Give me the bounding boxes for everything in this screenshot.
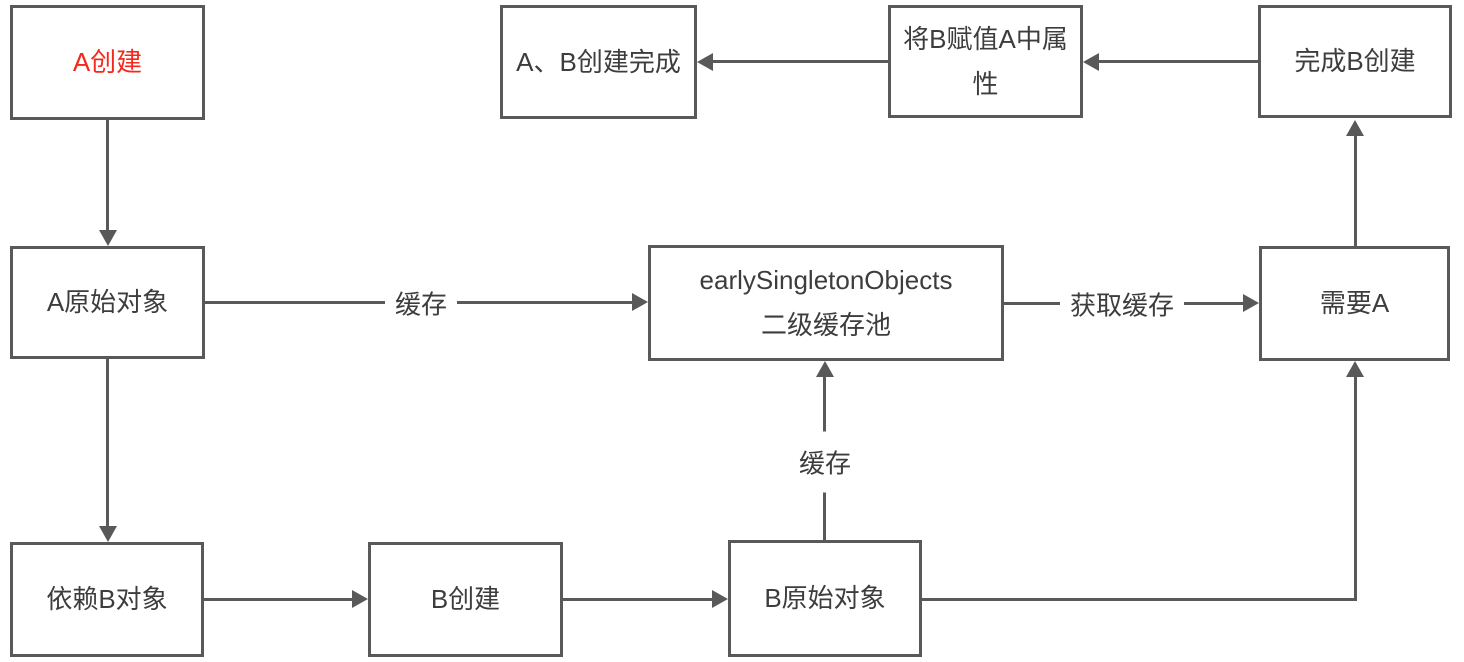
node-ab-created-done: A、B创建完成 [500,5,697,119]
arrowhead-right-icon [1243,294,1259,312]
arrowhead-right-icon [712,590,728,608]
node-a-raw-object: A原始对象 [10,246,205,359]
node-depends-on-b-object: 依赖B对象 [10,542,204,657]
node-finish-b-creation: 完成B创建 [1258,5,1452,118]
node-b-raw-object: B原始对象 [728,540,922,657]
edge-b-raw-to-need-a-horizontal-segment [922,598,1357,601]
node-assign-b-to-a-property-label: 将B赋值A中属性 [903,23,1068,99]
edge-label-get-cache: 获取缓存 [1059,283,1185,325]
node-need-a: 需要A [1259,246,1450,361]
edge-b-raw-to-need-a-vertical-segment [1354,377,1357,601]
node-depends-on-b-object-label: 依赖B对象 [46,584,168,615]
node-a-create: A创建 [10,5,205,120]
arrowhead-right-icon [352,590,368,608]
node-b-create: B创建 [368,542,563,657]
edge-b-create-to-b-raw-segment [563,598,712,601]
arrowhead-up-icon [1346,361,1364,377]
edge-label-cache-b: 缓存 [793,431,857,493]
early-cache-line1: earlySingletonObjects [699,265,953,296]
node-a-create-label: A创建 [72,47,143,78]
arrowhead-left-icon [697,53,713,71]
node-assign-b-to-a-property: 将B赋值A中属性 [888,5,1083,118]
arrowhead-up-icon [1346,120,1364,136]
node-ab-created-done-label: A、B创建完成 [516,46,681,77]
arrowhead-down-icon [99,230,117,246]
early-cache-line2: 二级缓存池 [760,310,891,340]
node-early-singleton-objects-cache-label: earlySingletonObjects 二级缓存池 [700,258,953,347]
node-finish-b-creation-label: 完成B创建 [1294,46,1416,77]
edge-depend-b-to-b-create-segment [204,598,352,601]
arrowhead-down-icon [99,526,117,542]
arrowhead-up-icon [816,361,834,377]
node-a-raw-object-label: A原始对象 [46,287,169,318]
edge-a-raw-to-depend-b-segment [106,359,109,526]
arrowhead-left-icon [1083,53,1099,71]
edge-assign-b-to-ab-done-segment [713,60,888,63]
node-b-raw-object-label: B原始对象 [764,583,886,614]
arrowhead-right-icon [632,293,648,311]
edge-label-cache-a: 缓存 [384,282,458,324]
edge-finish-b-to-assign-b-segment [1099,60,1258,63]
edge-need-a-to-finish-b-segment [1354,136,1357,246]
node-b-create-label: B创建 [430,584,501,615]
edge-a-create-to-a-raw-segment [106,120,109,230]
node-early-singleton-objects-cache: earlySingletonObjects 二级缓存池 [648,245,1004,361]
node-need-a-label: 需要A [1319,288,1390,319]
